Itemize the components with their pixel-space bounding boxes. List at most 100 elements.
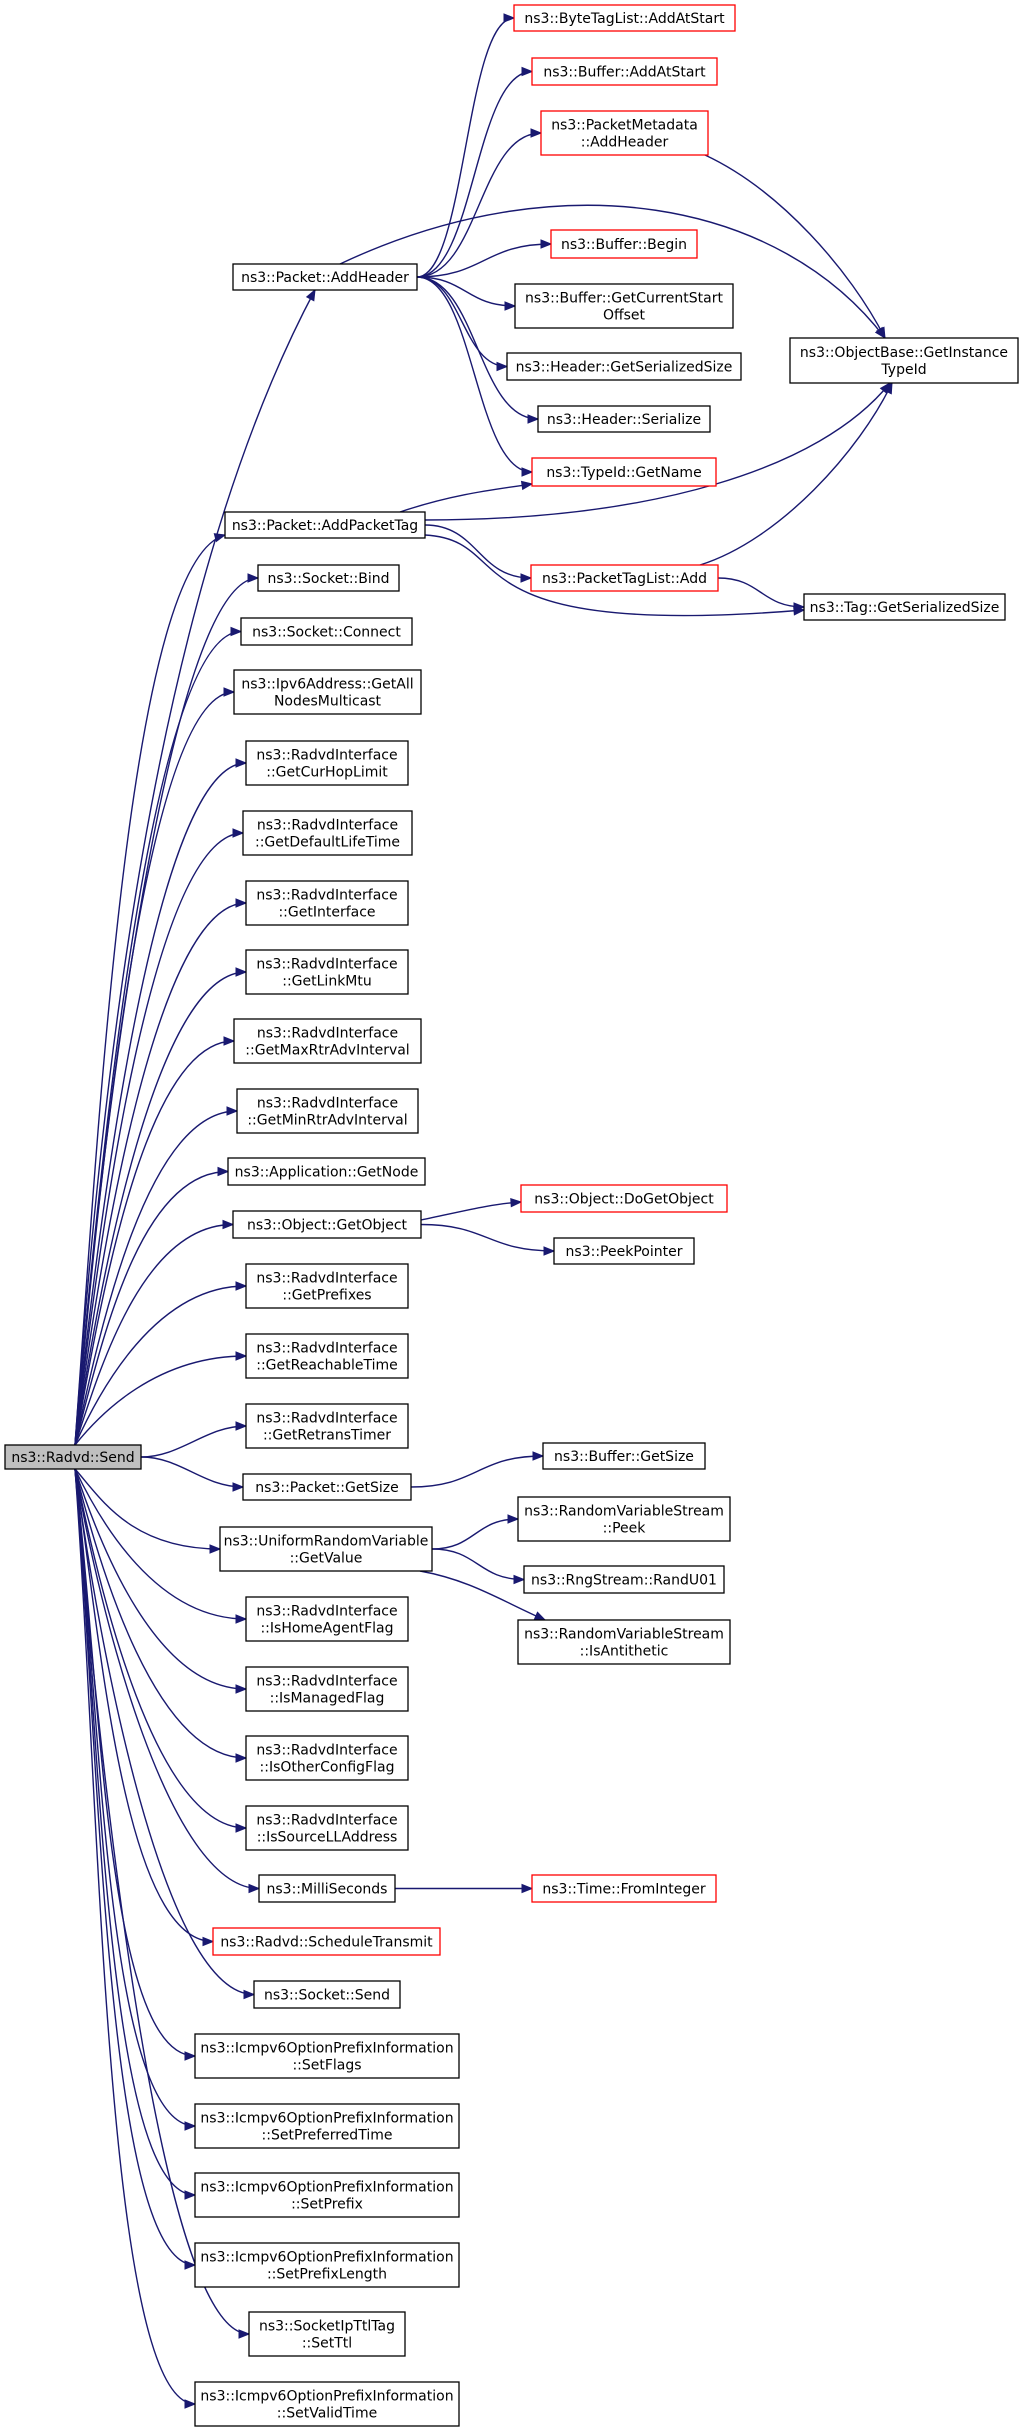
node-ic-setprefixlength[interactable]: ns3::Icmpv6OptionPrefixInformation::SetP… bbox=[194, 2242, 460, 2288]
edge-radvd_send-to-socket_send-arrowhead bbox=[243, 1989, 256, 2000]
node-urv-getvalue[interactable]: ns3::UniformRandomVariable::GetValue bbox=[219, 1526, 433, 1572]
edge-radvd_send-to-socket_connect-arrowhead bbox=[230, 626, 243, 637]
edge-radvd_send-to-ic_setpreferredtime bbox=[74, 1468, 197, 2131]
edge-radvd_send-to-packet_addpackettag-line bbox=[74, 534, 226, 1446]
node-ri-isotherconfigflag[interactable]: ns3::RadvdInterface::IsOtherConfigFlag bbox=[245, 1735, 409, 1781]
node-label: ns3::Object::GetObject bbox=[247, 1218, 408, 1234]
node-box bbox=[245, 1596, 409, 1642]
node-bytetaglist-addatstart[interactable]: ns3::ByteTagList::AddAtStart bbox=[513, 4, 736, 32]
node-buffer-getsize[interactable]: ns3::Buffer::GetSize bbox=[542, 1442, 706, 1470]
node-box bbox=[550, 229, 698, 259]
node-ic-setflags[interactable]: ns3::Icmpv6OptionPrefixInformation::SetF… bbox=[194, 2033, 460, 2079]
edge-radvd_send-to-ri_getdefaultlifetime-line bbox=[74, 832, 244, 1446]
node-box bbox=[245, 740, 409, 786]
node-socketipttltag-setttl[interactable]: ns3::SocketIpTtlTag::SetTtl bbox=[248, 2311, 406, 2357]
edge-packet_addpackettag-to-typeid_getname-arrowhead bbox=[520, 480, 534, 491]
node-ri-getreachabletime[interactable]: ns3::RadvdInterface::GetReachableTime bbox=[245, 1333, 409, 1379]
node-ri-ishomeagentflag[interactable]: ns3::RadvdInterface::IsHomeAgentFlag bbox=[245, 1596, 409, 1642]
node-box bbox=[233, 1018, 422, 1064]
node-rvs-peek[interactable]: ns3::RandomVariableStream::Peek bbox=[517, 1496, 731, 1542]
node-socket-connect[interactable]: ns3::Socket::Connect bbox=[240, 617, 413, 646]
node-box bbox=[232, 263, 418, 291]
node-packettaglist-add[interactable]: ns3::PacketTagList::Add bbox=[530, 564, 719, 592]
node-header-serialize[interactable]: ns3::Header::Serialize bbox=[537, 405, 711, 433]
node-label: ns3::Time::FromInteger bbox=[542, 1882, 705, 1898]
edge-object_getobject-to-object_dogetobject-line bbox=[420, 1201, 522, 1221]
node-milliseconds[interactable]: ns3::MilliSeconds bbox=[258, 1874, 396, 1903]
node-ri-getminrtradvinterval[interactable]: ns3::RadvdInterface::GetMinRtrAdvInterva… bbox=[236, 1088, 419, 1134]
node-label: ns3::Tag::GetSerializedSize bbox=[810, 600, 1000, 616]
node-object-dogetobject[interactable]: ns3::Object::DoGetObject bbox=[520, 1184, 728, 1213]
node-ri-getdefaultlifetime[interactable]: ns3::RadvdInterface::GetDefaultLifeTime bbox=[242, 810, 413, 856]
node-radvd-scheduletransmit[interactable]: ns3::Radvd::ScheduleTransmit bbox=[212, 1927, 441, 1956]
edge-packet_getsize-to-buffer_getsize bbox=[410, 1451, 545, 1488]
node-ri-getinterface[interactable]: ns3::RadvdInterface::GetInterface bbox=[245, 880, 409, 926]
edge-radvd_send-to-ri_ismanagedflag-line bbox=[74, 1468, 247, 1690]
node-packet-addpackettag[interactable]: ns3::Packet::AddPacketTag bbox=[224, 511, 426, 539]
edge-radvd_send-to-packet_addheader bbox=[74, 288, 316, 1446]
edge-object_getobject-to-object_dogetobject-arrowhead bbox=[510, 1197, 523, 1208]
node-ic-setprefix[interactable]: ns3::Icmpv6OptionPrefixInformation::SetP… bbox=[194, 2172, 460, 2218]
node-socket-send[interactable]: ns3::Socket::Send bbox=[253, 1980, 401, 2009]
node-header-getserializedsize[interactable]: ns3::Header::GetSerializedSize bbox=[506, 352, 742, 381]
node-peekpointer[interactable]: ns3::PeekPointer bbox=[553, 1237, 695, 1265]
node-buffer-begin[interactable]: ns3::Buffer::Begin bbox=[550, 229, 698, 259]
edge-radvd_send-to-ic_setpreferredtime-line bbox=[74, 1468, 196, 2127]
edge-radvd_send-to-ri_getmaxrtradvinterval-line bbox=[74, 1040, 235, 1446]
node-object-getobject[interactable]: ns3::Object::GetObject bbox=[232, 1210, 422, 1239]
edge-radvd_send-to-ri_getdefaultlifetime-arrowhead bbox=[232, 828, 245, 838]
edge-radvd_send-to-packet_addpackettag-arrowhead bbox=[213, 533, 227, 543]
edge-packet_addheader-to-buffer_getcurrentstartoffset bbox=[416, 276, 517, 311]
node-box bbox=[242, 1473, 412, 1501]
node-label: ::IsOtherConfigFlag bbox=[260, 1760, 395, 1776]
node-ri-issourclladdress[interactable]: ns3::RadvdInterface::IsSourceLLAddress bbox=[245, 1805, 409, 1851]
node-box bbox=[212, 1927, 441, 1956]
node-box bbox=[553, 1237, 695, 1265]
node-ri-getretranstimer[interactable]: ns3::RadvdInterface::GetRetransTimer bbox=[245, 1403, 409, 1449]
node-ic-setvalidtime[interactable]: ns3::Icmpv6OptionPrefixInformation::SetV… bbox=[194, 2381, 460, 2427]
node-time-frominteger[interactable]: ns3::Time::FromInteger bbox=[531, 1874, 717, 1903]
node-tag-getserializedsize[interactable]: ns3::Tag::GetSerializedSize bbox=[803, 593, 1006, 621]
node-application-getnode[interactable]: ns3::Application::GetNode bbox=[227, 1157, 426, 1186]
node-label: ::GetPrefixes bbox=[282, 1288, 371, 1304]
node-label: ::GetValue bbox=[290, 1551, 363, 1567]
node-ri-getlinkmtu[interactable]: ns3::RadvdInterface::GetLinkMtu bbox=[245, 949, 409, 995]
edge-packet_getsize-to-buffer_getsize-arrowhead bbox=[532, 1451, 545, 1461]
node-ic-setpreferredtime[interactable]: ns3::Icmpv6OptionPrefixInformation::SetP… bbox=[194, 2103, 460, 2149]
node-radvd-send[interactable]: ns3::Radvd::Send bbox=[4, 1444, 142, 1470]
edge-packetmetadata_addheader-to-objectbase_getinstancetypeid bbox=[704, 154, 886, 340]
node-label: ns3::Object::DoGetObject bbox=[534, 1192, 714, 1208]
node-label: ::IsSourceLLAddress bbox=[257, 1830, 398, 1846]
node-packetmetadata-addheader[interactable]: ns3::PacketMetadata::AddHeader bbox=[540, 110, 709, 156]
node-label: ::IsManagedFlag bbox=[270, 1691, 385, 1707]
edge-radvd_send-to-packet_addpackettag bbox=[74, 533, 227, 1446]
node-ri-ismanagedflag[interactable]: ns3::RadvdInterface::IsManagedFlag bbox=[245, 1666, 409, 1712]
node-packet-addheader[interactable]: ns3::Packet::AddHeader bbox=[232, 263, 418, 291]
node-rngstream-randu01[interactable]: ns3::RngStream::RandU01 bbox=[523, 1565, 725, 1594]
node-label: ns3::Header::GetSerializedSize bbox=[516, 360, 733, 376]
node-label: ns3::RandomVariableStream bbox=[524, 1504, 724, 1520]
edge-urv_getvalue-to-rvs_isantithetic-line bbox=[419, 1570, 546, 1621]
edge-packet_addheader-to-header_serialize-line bbox=[416, 276, 539, 420]
node-ri-getmaxrtradvinterval[interactable]: ns3::RadvdInterface::GetMaxRtrAdvInterva… bbox=[233, 1018, 422, 1064]
node-label: ns3::RadvdInterface bbox=[256, 1341, 397, 1357]
node-buffer-addatstart[interactable]: ns3::Buffer::AddAtStart bbox=[531, 57, 718, 86]
edge-radvd_send-to-ipv6address_getallnodesmulticast bbox=[74, 687, 236, 1446]
node-label: ns3::PeekPointer bbox=[566, 1244, 683, 1260]
node-rvs-isantithetic[interactable]: ns3::RandomVariableStream::IsAntithetic bbox=[517, 1619, 731, 1665]
node-ri-getcurhoplimit[interactable]: ns3::RadvdInterface::GetCurHopLimit bbox=[245, 740, 409, 786]
edge-radvd_send-to-ic_setflags-arrowhead bbox=[184, 2051, 197, 2061]
node-label: ns3::RadvdInterface bbox=[256, 888, 397, 904]
node-ri-getprefixes[interactable]: ns3::RadvdInterface::GetPrefixes bbox=[245, 1263, 409, 1309]
edge-packet_addheader-to-typeid_getname-line bbox=[416, 276, 533, 473]
node-socket-bind[interactable]: ns3::Socket::Bind bbox=[257, 564, 400, 592]
node-box bbox=[248, 2311, 406, 2357]
edge-packetmetadata_addheader-to-objectbase_getinstancetypeid-arrowhead bbox=[875, 326, 886, 340]
node-packet-getsize[interactable]: ns3::Packet::GetSize bbox=[242, 1473, 412, 1501]
node-label: ::GetMaxRtrAdvInterval bbox=[245, 1043, 409, 1059]
edge-radvd_send-to-ic_setflags-line bbox=[74, 1468, 196, 2057]
node-typeid-getname[interactable]: ns3::TypeId::GetName bbox=[531, 457, 717, 487]
